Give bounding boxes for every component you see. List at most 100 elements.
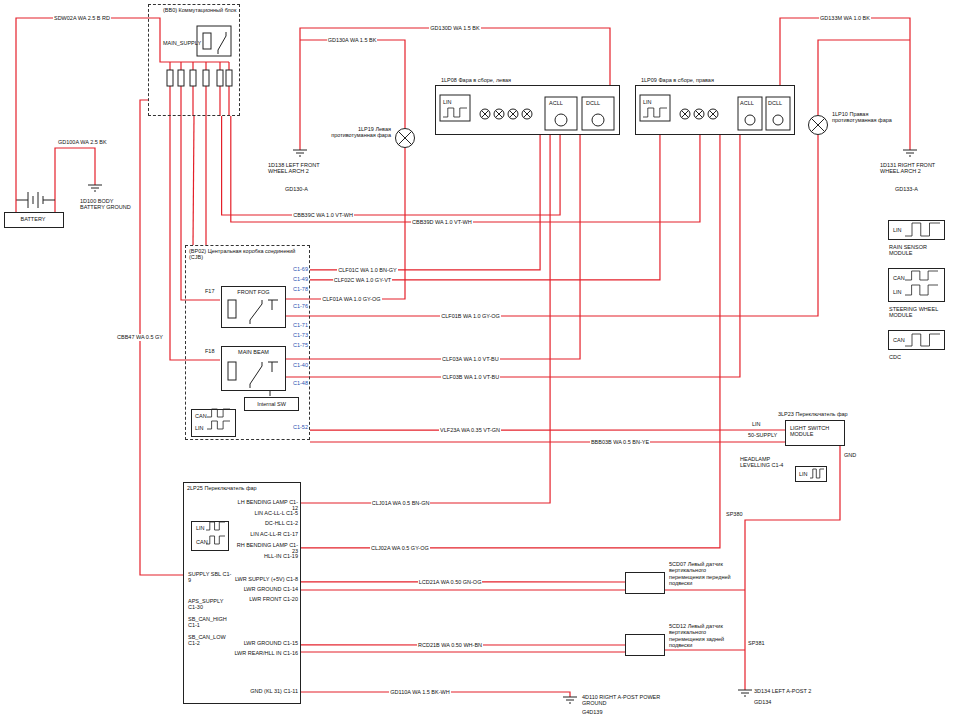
node-text: LIN (893, 227, 902, 233)
note-label: 3D134 LEFT A-POST 2 (754, 688, 824, 694)
node-text: LIGHT SWITCH MODULE (790, 425, 842, 438)
wire-code: RCD21B WA 0.50 WH-BN (417, 642, 483, 648)
node-text: CAN (893, 337, 905, 343)
bus-pulse-icon (207, 409, 230, 417)
lamp-cross (398, 131, 411, 144)
wire-code: CLJ01A WA 0.5 BN-GN (371, 500, 431, 506)
wire-code: CLF03A WA 1.0 VT-BU (441, 356, 500, 362)
pin-label: C1-52 (293, 424, 308, 430)
fog-lamp: 1LP19 Левая противотуманная фара (395, 128, 415, 148)
note-label: GD134 (754, 699, 771, 705)
fuse-box: (BB0) Коммутационный блок (148, 4, 240, 116)
node-text: CAN (893, 275, 905, 281)
relay-box: FRONT FOG (221, 286, 286, 328)
bus-pulse-icon (905, 334, 940, 346)
node-text: ACLL (740, 100, 754, 106)
component-heading: 1LP19 Левая противотуманная фара (317, 126, 391, 139)
node-text: LIN (195, 425, 204, 431)
wire-connector (286, 135, 580, 359)
note-label: GD130-A (285, 186, 308, 192)
level-sensor: 5CD12 Левый датчик вертикального перемещ… (625, 634, 665, 656)
bus-icon: LINCAN (191, 521, 229, 551)
note-label: SB_CAN_HIGH C1-1 (188, 616, 232, 629)
wire-connector (193, 116, 194, 245)
wire-code: GD130D WA 1.5 BK (429, 25, 480, 31)
fog-lamp-symbol (395, 128, 415, 148)
junction-box: (BP02) Центральная коробка соединений (C… (185, 245, 310, 440)
note-label: HLL-IN C1-19 (232, 553, 298, 559)
wire-code: BBB03B WA 0.5 BN-YE (590, 439, 650, 445)
component-heading: STEERING WHEEL MODULE (889, 306, 946, 319)
node-text: LIN (443, 99, 452, 105)
component-heading: CDC (889, 354, 946, 360)
headlamp-unit: 1LP08 Фара в сборе, леваяLINACLLDCLL (435, 85, 620, 135)
component-heading: 5CD12 Левый датчик вертикального перемещ… (669, 623, 741, 648)
note-label: SUPPLY SBL C1-9 (188, 571, 232, 584)
wire-code: CBB47 WA 0.5 GY (116, 334, 164, 340)
note-label: F17 (205, 288, 214, 294)
note-label: GD100A WA 2.5 BK (58, 139, 107, 145)
wire-connector (310, 429, 785, 430)
wire-connector (301, 135, 550, 503)
wire-code: CBB39C WA 1.0 VT-WH (292, 212, 354, 218)
wire-connector (310, 135, 540, 270)
wire-connector (222, 116, 560, 215)
fog-lamp: 1LP10 Правая противотуманная фара (808, 115, 828, 135)
wire-code: SDW02A WA 2.5 B RD (53, 15, 111, 21)
bus-pulse-icon (207, 421, 230, 429)
node-text: CAN (195, 413, 207, 419)
node-text: MAIN BEAM (224, 349, 283, 355)
component-heading: 3LP23 Переключатель фар (778, 411, 858, 417)
module-icon: LINRAIN SENSOR MODULE (888, 220, 945, 240)
wire-connector (286, 135, 740, 377)
bus-pulse-icon (810, 469, 824, 478)
wire-code: CLF02C WA 1.0 GY-VT (333, 277, 392, 283)
switch-box: Internal SW (244, 397, 299, 411)
note-label: GND (KL 31) C1-11 (232, 688, 298, 694)
note-label: RH BENDING LAMP C1-23 (232, 542, 298, 555)
bus-icon: LIN (795, 466, 827, 482)
bus-pulse-icon (443, 108, 467, 117)
note-label: SP380 (726, 511, 743, 517)
node-text: ACLL (549, 100, 563, 106)
note-label: GND (844, 452, 856, 458)
note-label: 1D131 RIGHT FRONT WHEEL ARCH 2 (880, 162, 944, 175)
wire-code: CBB39D WA 1.0 VT-WH (411, 219, 473, 225)
module-icon: CANLINSTEERING WHEEL MODULE (888, 268, 945, 302)
node-text: CAN (196, 539, 208, 545)
note-label: LWR GROUND C1-14 (232, 586, 298, 592)
lamp-outline (809, 116, 828, 135)
component-heading: 1LP08 Фара в сборе, левая (441, 77, 591, 83)
wire-code: CLF01A WA 1.0 GY-OG (321, 296, 381, 302)
wire-connector (310, 135, 660, 280)
node-text: DCLL (586, 100, 600, 106)
bus-pulse-icon (206, 536, 225, 544)
wire-code: CLF03B WA 1.0 VT-BU (441, 374, 500, 380)
pin-label: C1-69 (293, 266, 308, 272)
note-label: LWR SUPPLY (+5V) C1-8 (232, 576, 298, 582)
component-heading: 5CD07 Левый датчик вертикального перемещ… (669, 561, 741, 586)
wire-code: GD130A WA 1.5 BK (327, 37, 378, 43)
wire-code: CLF01C WA 1.0 BN-GY (337, 267, 397, 273)
wire-code: VLF23A WA 0.35 VT-GN (439, 427, 501, 433)
bus-pulse-icon (905, 271, 938, 280)
pin-label: C1-49 (293, 276, 308, 282)
note-label: LWR GROUND C1-15 (232, 640, 298, 646)
note-label: LH BENDING LAMP C1-12 (232, 499, 298, 512)
pin-label: C1-78 (293, 286, 308, 292)
wire-connector (231, 116, 700, 222)
headlamp-unit: 1LP09 Фара в сборе, праваяLINACLLDCLL (635, 85, 795, 135)
note-label: GD133-A (895, 186, 918, 192)
bus-pulse-icon (643, 108, 667, 117)
component-heading: RAIN SENSOR MODULE (889, 244, 946, 257)
wire-code: CLJ02A WA 0.5 GY-OG (370, 545, 430, 551)
component-heading: 1LP10 Правая противотуманная фара (832, 111, 902, 124)
node-text: LIN (893, 289, 902, 295)
pin-label: C1-73 (293, 332, 308, 338)
wire-connector (16, 18, 148, 212)
note-label: 1D100 BODY BATTERY GROUND (80, 198, 135, 211)
wire-code: LCD21A WA 0.50 GN-OG (418, 579, 483, 585)
note-label: DC-HLL C1-2 (232, 520, 298, 526)
lamp-outline (396, 129, 415, 148)
wire-code: GD133M WA 1.0 BK (819, 15, 871, 21)
